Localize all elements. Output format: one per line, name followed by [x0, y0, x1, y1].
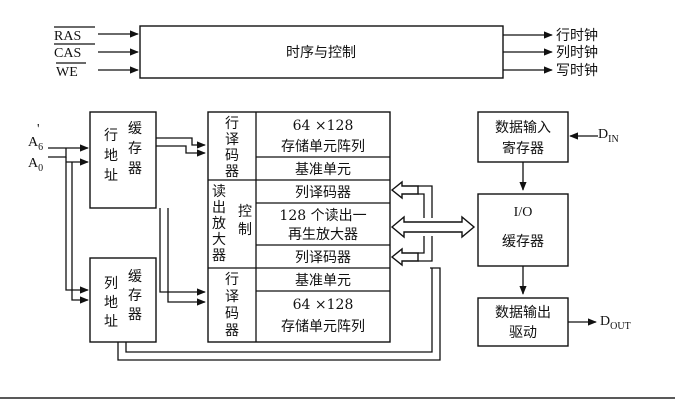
row-buffer-char: 器 — [128, 161, 142, 177]
row-buffer-char: 存 — [128, 141, 142, 157]
row-bus-arrow-top-a — [156, 137, 206, 149]
col-addr-feedback-outer — [117, 267, 441, 361]
sense-char: 出 — [212, 200, 226, 216]
sense-char: 器 — [212, 248, 226, 264]
addr-to-col-lower — [71, 162, 89, 304]
sense-amp-line1: 128 个读出一 — [279, 207, 366, 224]
col-buffer-char: 列 — [104, 276, 118, 292]
a0-label: A0 — [28, 156, 43, 174]
col-buffer-char: 址 — [104, 314, 118, 330]
sense-amp-line2: 再生放大器 — [288, 227, 358, 243]
io-buffer-line2: 缓存器 — [502, 234, 544, 250]
bus-arrow-col-top-left — [390, 180, 419, 200]
decoder-char: 行 — [225, 272, 239, 288]
row-bus-arrow-bottom-a — [159, 208, 206, 296]
cas-label: CAS — [54, 46, 81, 61]
control-inputs: RAS CAS WE — [54, 26, 139, 80]
addr-bus-join-1 — [48, 148, 67, 158]
row-clock-label: 行时钟 — [556, 27, 598, 44]
control-char: 控 — [238, 204, 252, 220]
timing-control-title: 时序与控制 — [286, 45, 356, 61]
col-buffer-char: 存 — [128, 288, 142, 304]
row-buffer-char: 地 — [104, 148, 118, 164]
data-input-line2: 寄存器 — [502, 140, 544, 157]
col-buffer-text: 列 地 址 缓 存 器 — [104, 269, 142, 330]
sense-char: 大 — [212, 232, 226, 248]
bus-col-bottom-line — [418, 236, 433, 262]
bottom-array-size: 64 ×128 — [293, 297, 354, 313]
control-char: 制 — [238, 222, 252, 238]
decoder-char: 码 — [225, 306, 239, 322]
sense-amp-control: 读 出 放 大 器 控 制 — [212, 183, 252, 264]
bus-col-top-line — [418, 185, 433, 218]
we-label: WE — [56, 65, 78, 80]
ref-cell-top: 基准单元 — [295, 161, 351, 178]
address-pins: A6 ' A0 — [28, 122, 43, 174]
col-addr-feedback-inner — [125, 268, 433, 353]
top-array-label: 存储单元阵列 — [281, 139, 365, 155]
bus-col-bottom-line — [418, 236, 425, 254]
col-decoder-bottom: 列译码器 — [295, 250, 351, 266]
clock-outputs: 行时钟 列时钟 写时钟 — [503, 27, 598, 79]
col-buffer-char: 器 — [128, 307, 142, 323]
decoder-char: 码 — [225, 148, 239, 164]
row-bus-arrow-bottom-b — [167, 208, 206, 306]
bus-col-top-line — [418, 193, 425, 218]
decoder-char: 译 — [225, 289, 239, 305]
decoder-char: 器 — [225, 323, 239, 339]
row-decoder-bottom: 行 译 码 器 — [225, 272, 239, 339]
col-buffer-char: 地 — [104, 295, 118, 311]
col-decoder-top: 列译码器 — [295, 185, 351, 201]
bus-arrow-sense-io[interactable] — [390, 215, 476, 239]
row-address-buffer — [89, 111, 157, 209]
dout-label: DOUT — [600, 314, 631, 332]
row-buffer-char: 址 — [104, 168, 118, 184]
data-input-line1: 数据输入 — [495, 120, 551, 136]
row-buffer-char: 行 — [104, 128, 118, 144]
bottom-array-label: 存储单元阵列 — [281, 319, 365, 335]
row-decoder-top: 行 译 码 器 — [225, 116, 239, 180]
din-label: DIN — [598, 127, 619, 145]
a6-label: A6 — [28, 135, 43, 153]
bus-arrow-col-bottom-left — [390, 247, 419, 267]
row-buffer-char: 缓 — [128, 121, 142, 137]
data-output-line2: 驱动 — [509, 325, 537, 341]
top-array-size: 64 ×128 — [293, 118, 354, 134]
row-buffer-text: 行 地 址 缓 存 器 — [104, 121, 142, 184]
row-bus-arrow-top-b — [156, 145, 206, 157]
write-clock-label: 写时钟 — [556, 62, 598, 79]
decoder-char: 行 — [225, 116, 239, 132]
a6-prime-mark: ' — [37, 122, 40, 137]
data-output-line1: 数据输出 — [495, 305, 551, 321]
io-buffer-line1: I/O — [514, 205, 533, 220]
addr-to-col-upper — [65, 157, 89, 294]
sense-char: 放 — [212, 216, 226, 232]
col-clock-label: 列时钟 — [556, 44, 598, 61]
memory-array-block — [207, 111, 391, 343]
decoder-char: 译 — [225, 132, 239, 148]
ras-label: RAS — [54, 29, 81, 44]
col-buffer-char: 缓 — [128, 269, 142, 285]
decoder-char: 器 — [225, 164, 239, 180]
sense-char: 读 — [212, 183, 226, 200]
col-address-buffer — [89, 257, 157, 343]
ref-cell-bottom: 基准单元 — [295, 272, 351, 289]
